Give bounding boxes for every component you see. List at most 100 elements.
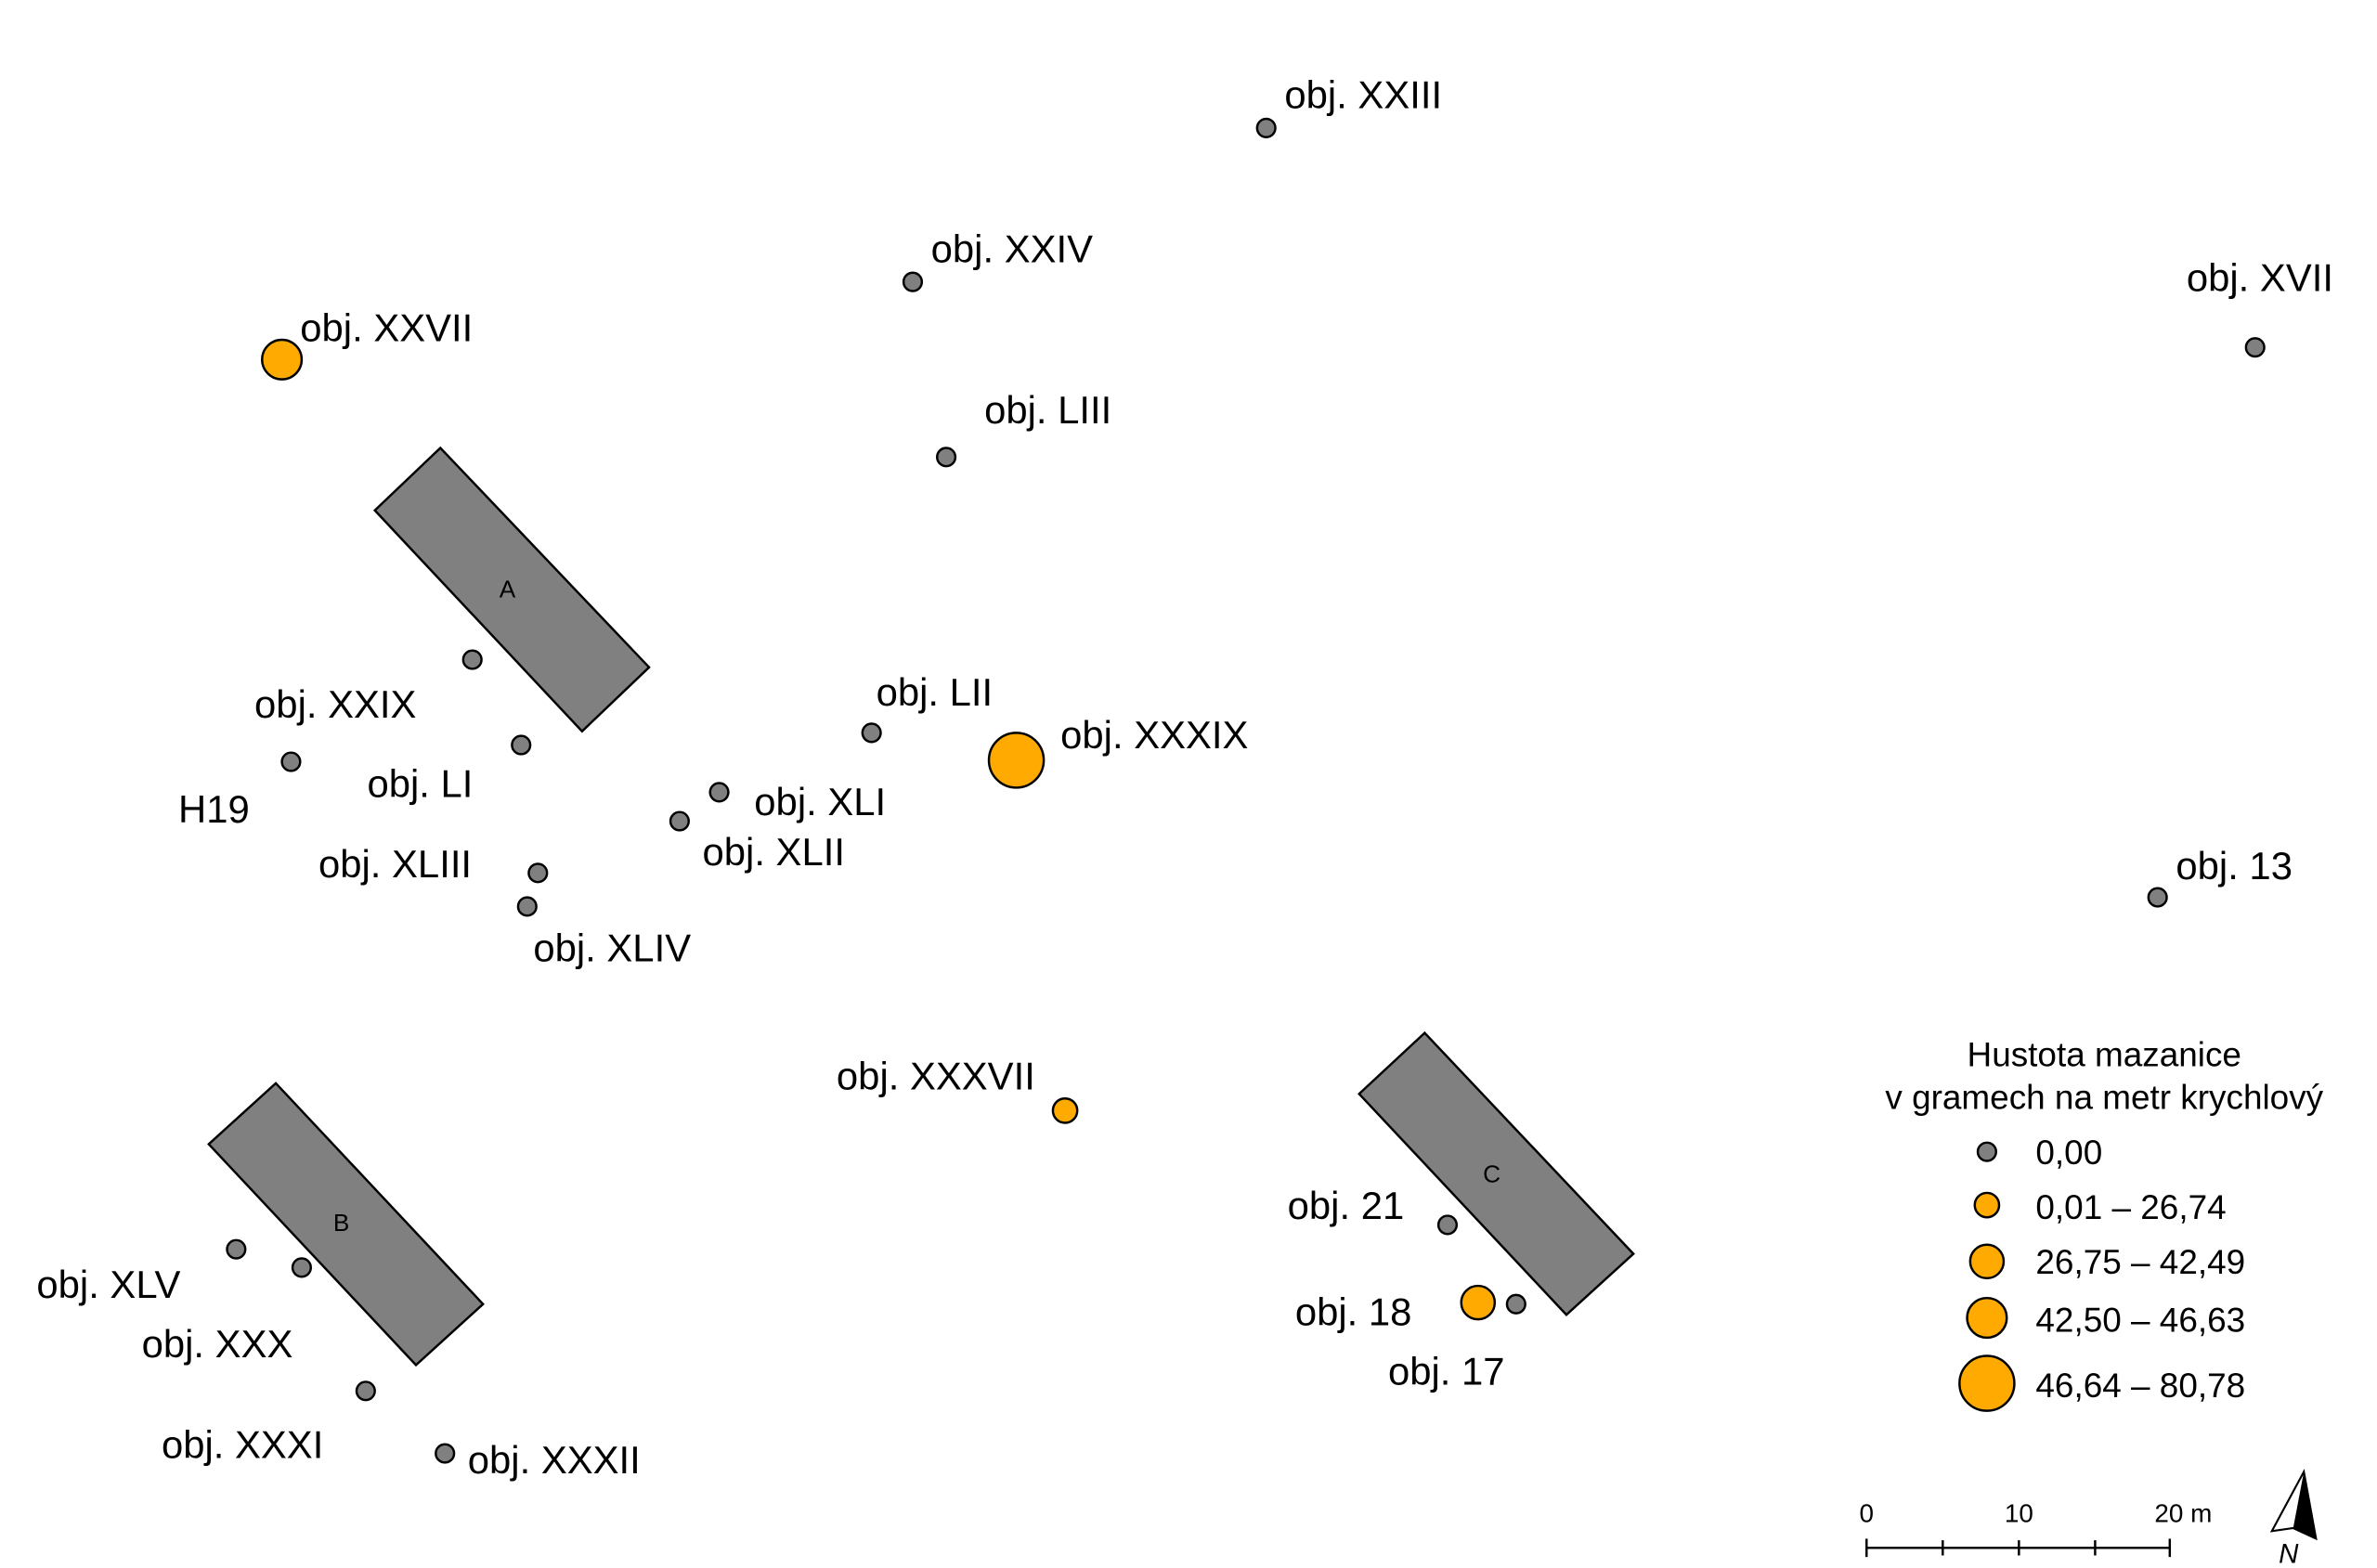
feature-marker (708, 782, 730, 803)
feature-obj-xxiv: obj. XXIV (902, 227, 1093, 292)
legend: Hustota mazanice v gramech na metr krych… (1885, 1036, 2324, 1412)
feature-obj-xxiii: obj. XXIII (1255, 73, 1442, 138)
feature-marker (861, 722, 882, 744)
feature-obj-xxvii: obj. XXVII (261, 306, 473, 381)
feature-obj-xxxii: obj. XXXII (435, 1438, 641, 1482)
legend-marker (1958, 1354, 2016, 1412)
feature-marker (669, 810, 690, 832)
feature-label: obj. 21 (1288, 1184, 1405, 1227)
feature-label: obj. XXXIX (1060, 713, 1248, 757)
legend-marker (1976, 1141, 1997, 1162)
feature-label: obj. XXIV (931, 227, 1093, 270)
feature-label: obj. 17 (1388, 1350, 1505, 1393)
legend-item: 42,50 – 46,63 (1966, 1296, 2245, 1340)
feature-h19: H19 (178, 751, 302, 831)
feature-marker (511, 734, 532, 756)
feature-obj-xlv: obj. XLV (36, 1238, 247, 1306)
legend-item: 0,01 – 26,74 (1973, 1188, 2227, 1226)
legend-item-label: 42,50 – 46,63 (2035, 1301, 2245, 1339)
feature-marker (435, 1443, 456, 1464)
feature-marker (291, 1257, 312, 1278)
legend-item-label: 46,64 – 80,78 (2035, 1367, 2245, 1405)
feature-label: obj. 13 (2176, 844, 2293, 888)
feature-label: obj. XXXVII (837, 1054, 1035, 1097)
legend-marker (1966, 1296, 2008, 1340)
feature-marker (2244, 337, 2266, 358)
scale-bar-label: 20 m (2154, 1498, 2212, 1527)
feature-marker (1460, 1284, 1497, 1321)
legend-marker (1973, 1191, 2001, 1219)
feature-label: obj. XXXII (468, 1438, 641, 1482)
feature-label: obj. XVII (2187, 255, 2333, 299)
feature-marker (987, 732, 1046, 789)
feature-obj-xxxvii: obj. XXXVII (837, 1054, 1079, 1124)
feature-label: obj. XLII (703, 830, 845, 874)
north-arrow-fill (2293, 1471, 2317, 1539)
legend-item: 0,00 (1976, 1134, 2102, 1172)
feature-label: obj. XXIX (254, 682, 416, 726)
feature-label: obj. LI (367, 761, 473, 805)
north-arrow: N (2269, 1469, 2318, 1568)
feature-marker (280, 751, 302, 772)
feature-marker (1436, 1214, 1459, 1236)
scale-bar-label: 10 (2005, 1498, 2033, 1527)
feature-label: obj. XXX (142, 1322, 293, 1366)
building-b: B (207, 1082, 485, 1367)
legend-item-label: 26,75 – 42,49 (2035, 1243, 2245, 1281)
feature-label: obj. XLIII (318, 842, 472, 886)
building-c-footprint (1357, 1030, 1635, 1316)
feature-marker (1255, 117, 1277, 138)
feature-obj-liii: obj. LIII (936, 388, 1111, 468)
building-b-footprint (207, 1082, 485, 1367)
feature-marker (516, 896, 538, 917)
feature-label: obj. LIII (984, 388, 1111, 432)
feature-label: obj. XXXI (162, 1422, 323, 1466)
feature-obj-13: obj. 13 (2147, 844, 2293, 908)
feature-obj-li: obj. LI (367, 734, 532, 805)
feature-marker (527, 862, 549, 884)
north-arrow-label: N (2279, 1539, 2299, 1568)
feature-obj-lii: obj. LII (861, 670, 994, 744)
building-a: A (372, 446, 651, 733)
feature-obj-21: obj. 21 (1288, 1184, 1459, 1236)
legend-item: 26,75 – 42,49 (1968, 1243, 2245, 1281)
legend-item-label: 0,00 (2035, 1134, 2102, 1172)
feature-obj-xlii: obj. XLII (669, 810, 845, 874)
feature-marker (261, 338, 304, 381)
feature-label: obj. LII (877, 670, 994, 714)
scale-bar: 0 10 20 m (1859, 1498, 2212, 1558)
feature-obj-xvii: obj. XVII (2187, 255, 2333, 358)
feature-marker (1505, 1293, 1526, 1315)
feature-obj-xliii: obj. XLIII (318, 842, 549, 886)
feature-obj-18: obj. 18 (1295, 1284, 1497, 1334)
feature-marker (226, 1238, 247, 1260)
legend-subtitle: v gramech na metr krychlový (1885, 1079, 2323, 1117)
feature-label: obj. XLI (754, 780, 886, 823)
feature-obj-xli: obj. XLI (708, 780, 886, 823)
feature-label: obj. 18 (1295, 1290, 1412, 1334)
feature-obj-17: obj. 17 (1388, 1293, 1526, 1393)
legend-marker (1968, 1243, 2006, 1280)
feature-obj-xxix: obj. XXIX (254, 649, 483, 726)
feature-label: obj. XXVII (300, 306, 473, 350)
feature-obj-xxxi: obj. XXXI (162, 1380, 376, 1466)
feature-obj-xliv: obj. XLIV (516, 896, 691, 970)
building-b-label: B (333, 1209, 350, 1237)
scale-bar-label: 0 (1859, 1498, 1874, 1527)
feature-marker (936, 447, 957, 468)
legend-title: Hustota mazanice (1968, 1036, 2241, 1074)
feature-marker (355, 1380, 376, 1402)
feature-obj-xxxix: obj. XXXIX (987, 713, 1249, 789)
feature-label: obj. XLIV (533, 927, 691, 970)
legend-item: 46,64 – 80,78 (1958, 1354, 2245, 1412)
building-a-label: A (500, 575, 516, 603)
feature-marker (2147, 887, 2168, 908)
building-a-footprint (372, 446, 651, 733)
building-c: C (1357, 1030, 1635, 1316)
feature-marker (1051, 1096, 1079, 1124)
feature-label: obj. XXIII (1284, 73, 1442, 117)
feature-obj-xxx: obj. XXX (142, 1257, 312, 1366)
building-c-label: C (1483, 1160, 1500, 1187)
legend-item-label: 0,01 – 26,74 (2035, 1188, 2226, 1226)
